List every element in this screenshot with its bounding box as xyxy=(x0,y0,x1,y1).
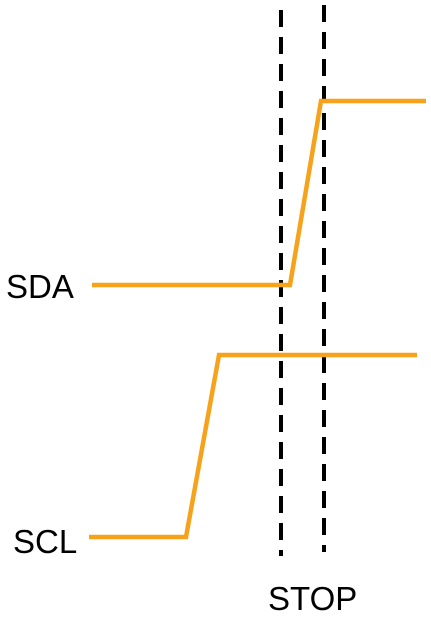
scl-waveform xyxy=(89,352,417,540)
sda-waveform xyxy=(92,98,426,288)
sda-label: SDA xyxy=(6,268,74,305)
stop-label: STOP xyxy=(268,580,357,617)
scl-label: SCL xyxy=(13,523,77,560)
